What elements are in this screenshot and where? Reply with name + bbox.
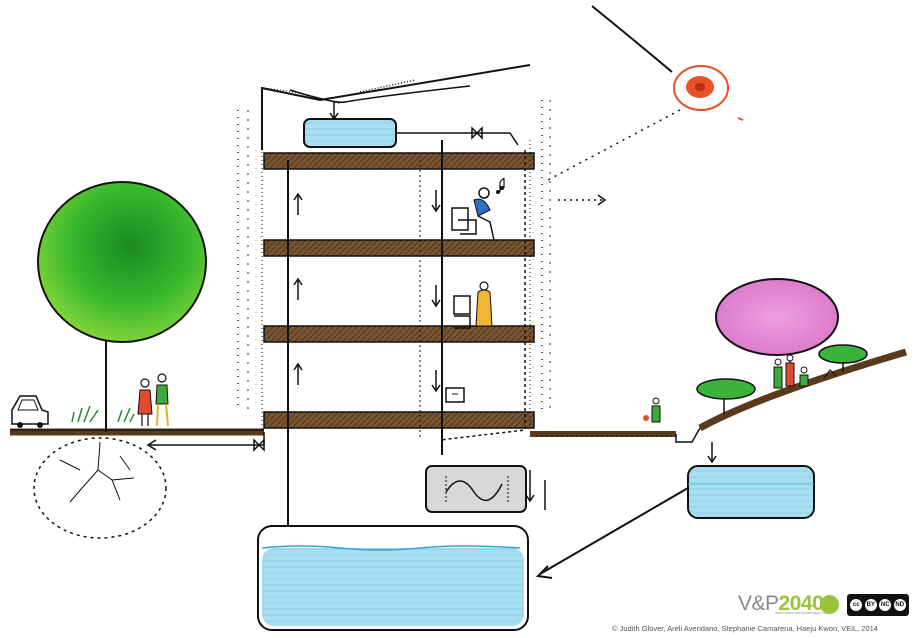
tree-icon (696, 378, 756, 414)
floor-slabs (263, 152, 535, 429)
green-wall-left (237, 110, 257, 410)
cc-nd-icon: ND (893, 599, 906, 611)
sun-ray-line (591, 5, 673, 73)
person-icon (155, 373, 169, 427)
person-icon (475, 281, 493, 327)
green-wall-right (532, 100, 551, 410)
dog-icon (823, 369, 837, 379)
logo-url: www.visionsandpathways.com (775, 610, 830, 615)
treatment-unit (425, 465, 527, 513)
tree-icon (37, 181, 207, 432)
cc-license-badge: cc BY NC ND (847, 594, 909, 616)
music-note-icon (496, 177, 505, 194)
sink-icon (445, 387, 465, 403)
flow-arrows (293, 190, 546, 510)
cc-icon: cc (850, 599, 863, 611)
toilet-icon (451, 207, 477, 235)
person-icon (799, 366, 809, 387)
person-icon (773, 358, 783, 389)
cistern-tank (257, 525, 529, 631)
valve-icon (471, 126, 483, 140)
copyright-credit: © Judith Glover, Areli Avendano, Stephan… (612, 624, 878, 633)
logo-brand: V&P (738, 592, 779, 615)
overflow-pipe (539, 487, 689, 575)
washing-machine-icon (453, 295, 471, 329)
roof-water-tank (303, 102, 397, 148)
roof-collector (261, 64, 531, 150)
plants (71, 405, 135, 423)
sunlight-dotted-line (547, 109, 681, 181)
person-icon (643, 397, 661, 423)
logo-dot-icon (820, 595, 839, 614)
person-icon (785, 354, 795, 387)
person-icon (473, 187, 495, 241)
detention-tank (687, 465, 815, 519)
tree-icon (818, 344, 868, 372)
cc-nc-icon: NC (879, 599, 892, 611)
infiltration-zone (33, 437, 167, 539)
valve-icon (253, 438, 265, 452)
ground-surface (10, 348, 907, 443)
logo-year: 2040 (778, 592, 824, 615)
brand-logo: V&P2040 (738, 592, 824, 616)
cc-by-icon: BY (864, 599, 877, 611)
car-icon (11, 395, 49, 428)
sun-icon (673, 65, 744, 121)
person-icon (137, 378, 153, 426)
